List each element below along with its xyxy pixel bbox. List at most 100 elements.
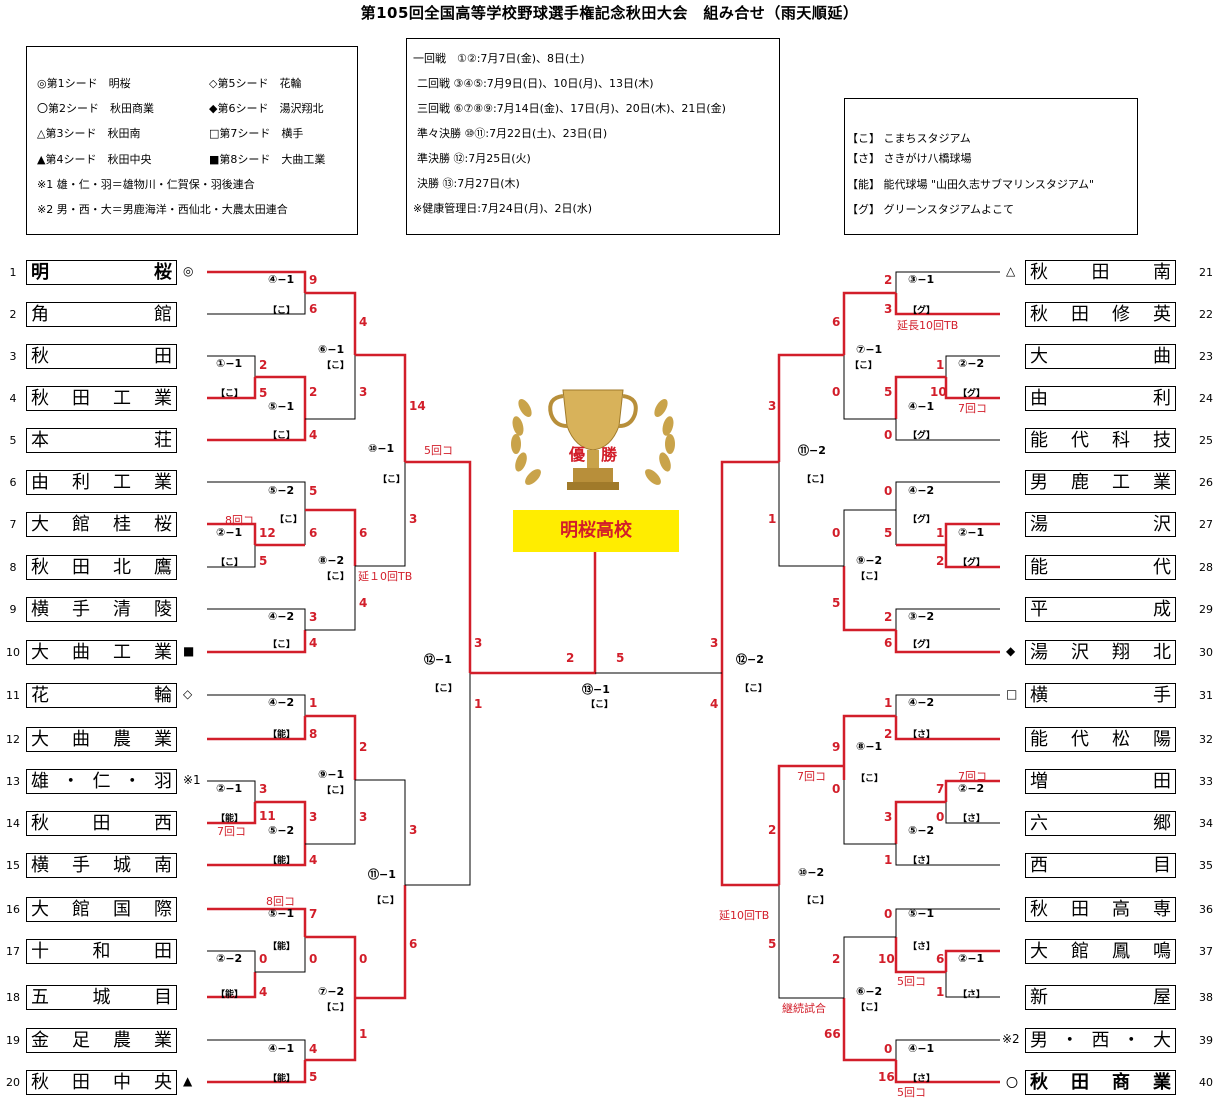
bracket-line (895, 1039, 1000, 1060)
team-name-char: 大 (31, 729, 49, 750)
team-name-char: 農 (113, 729, 131, 750)
seed-mark: ▲ (183, 1074, 193, 1088)
game-number: ⑨−2 (856, 554, 883, 567)
bracket-line (405, 673, 471, 886)
team-name-box: 秋田工業 (26, 386, 177, 411)
score: 7 (309, 907, 318, 921)
score: 3 (710, 636, 719, 650)
game-note: 継続試合 (782, 1002, 826, 1015)
game-number: ②−1 (216, 782, 243, 795)
team-number: 11 (6, 689, 20, 702)
team-name-char: 北 (113, 557, 131, 578)
bracket-line (207, 1039, 306, 1060)
team-name-box: 大館国際 (26, 897, 177, 922)
team-name-char: 沢 (1071, 642, 1089, 663)
score: 14 (409, 399, 426, 413)
team-name-char: 横 (1030, 685, 1048, 706)
team-name-char: 手 (72, 855, 90, 876)
team-name-box: 秋田商業 (1025, 1070, 1176, 1095)
venue-tag: 【グ】 (908, 306, 936, 316)
game-number: ②−2 (216, 952, 243, 965)
team-name-char: ・ (1060, 1030, 1079, 1051)
team-name-char: 男 (1030, 1030, 1048, 1051)
score: 0 (359, 952, 368, 966)
game-note: 7回コ (958, 770, 987, 783)
team-name-char: 業 (1153, 1072, 1171, 1093)
team-number: 21 (1199, 266, 1213, 279)
bracket-line-winner (207, 1060, 307, 1084)
venue-tag: 【能】 (216, 814, 244, 824)
game-number: ⑤−1 (268, 907, 295, 920)
team-name-char: 田 (72, 557, 90, 578)
team-name-char: 目 (1153, 855, 1171, 876)
team-name-box: 大館桂桜 (26, 512, 177, 537)
team-name-char: 田 (72, 1072, 90, 1093)
schedule-rest-day: ※健康管理日:7月24日(月)、2日(水) (413, 202, 593, 215)
team-number: 32 (1199, 733, 1213, 746)
bracket-line-winner (305, 998, 357, 1062)
game-number: ⑪−2 (798, 444, 826, 457)
bracket-line (207, 950, 256, 972)
score: 5 (259, 386, 268, 400)
team-number: 3 (9, 350, 17, 363)
bracket-line (207, 481, 306, 545)
team-name-char: 金 (31, 1030, 49, 1051)
game-number: ⑤−2 (268, 484, 295, 497)
bracket-line-winner (944, 377, 1000, 400)
score: 4 (710, 697, 719, 711)
team-number: 38 (1199, 991, 1213, 1004)
score: 0 (832, 385, 841, 399)
score: 5 (884, 526, 893, 540)
team-number: 5 (9, 434, 17, 447)
score: 3 (259, 782, 268, 796)
bracket-line-winner (777, 353, 844, 462)
team-name-char: 湯 (1030, 514, 1048, 535)
team-name-char: 田 (92, 813, 111, 834)
champion-banner: 明桜高校 (513, 510, 679, 552)
team-name-char: 大 (1153, 1030, 1171, 1051)
team-name-char: 鹿 (1071, 472, 1089, 493)
team-name-box: 能代 (1025, 555, 1176, 580)
team-name-char: 田 (72, 388, 90, 409)
team-number: 12 (6, 733, 20, 746)
score: 1 (309, 696, 318, 710)
team-name-box: 男・西・大 (1025, 1028, 1176, 1053)
score: 4 (259, 985, 268, 999)
score: 16 (878, 1070, 895, 1084)
score: 4 (309, 853, 318, 867)
venue-tag: 【こ】 (856, 774, 884, 784)
bracket-line-winner (207, 972, 257, 999)
bracket-line (895, 608, 1000, 630)
trophy-icon: 優 勝 (511, 389, 675, 490)
score: 2 (768, 823, 777, 837)
team-name-char: 業 (154, 1030, 172, 1051)
venue-tag: 【能】 (268, 730, 296, 740)
bracket-line-winner (944, 949, 1000, 972)
score: 1 (884, 853, 893, 867)
team-number: 30 (1199, 646, 1213, 659)
bracket-line (207, 780, 256, 802)
score: 2 (884, 727, 893, 741)
bracket-line-winner (207, 270, 307, 293)
venue-tag: 【こ】 (802, 475, 830, 485)
team-name-char: 五 (31, 987, 49, 1008)
team-number: 10 (6, 646, 20, 659)
team-name-char: 秋 (31, 388, 49, 409)
game-note: 延１0回TB (358, 570, 413, 583)
venue-tag: 【能】 (268, 942, 296, 952)
seed-4: ▲第4シード 秋田中央 (37, 153, 152, 166)
team-name-char: 工 (113, 472, 131, 493)
team-number: 7 (9, 518, 17, 531)
team-name-char: 十 (31, 941, 49, 962)
game-number: ⑥−2 (856, 985, 883, 998)
game-note: 8回コ (266, 895, 295, 908)
note-2: ※2 男・西・大＝男鹿海洋・西仙北・大農太田連合 (37, 203, 288, 216)
team-name-char: 大 (1030, 346, 1048, 367)
team-number: 8 (9, 561, 17, 574)
team-name-char: 和 (92, 941, 111, 962)
venue-tag: 【こ】 (216, 558, 244, 568)
team-name-char: 翔 (1112, 642, 1130, 663)
team-name-box: 秋田中央 (26, 1070, 177, 1095)
venue-tag: 【こ】 (856, 1003, 884, 1013)
